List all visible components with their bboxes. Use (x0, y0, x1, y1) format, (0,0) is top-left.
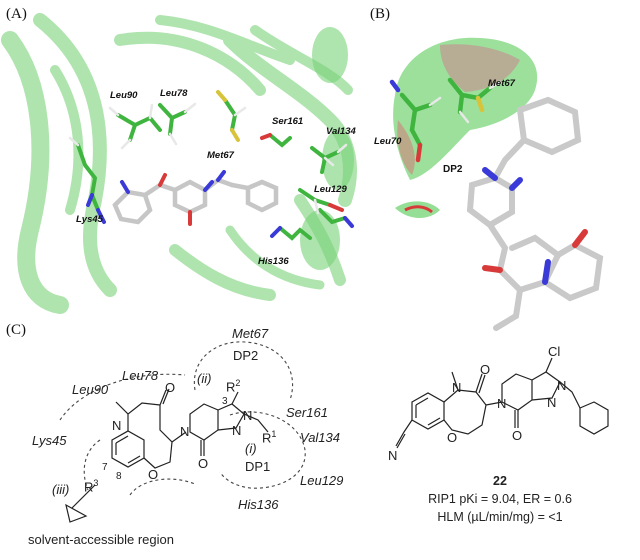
compound-atom-o-ether: O (447, 430, 458, 445)
scheme-label-pos3: 3 (222, 396, 228, 407)
compound-atom-n-nitrile: N (388, 448, 398, 463)
residue-label-his136: His136 (258, 256, 289, 267)
compound-atom-n-methyl: N (452, 380, 462, 395)
scheme-label-pos7: 7 (102, 462, 108, 473)
scheme-label-i: (i) (245, 441, 257, 456)
compound-atom-o-lactam: O (512, 428, 523, 443)
compound-atom-n-pyrazole2: N (547, 395, 557, 410)
scheme-label-dp1: DP1 (245, 459, 271, 474)
scheme-label-met67: Met67 (232, 326, 269, 341)
scheme-atom-o-carbonyl: O (165, 380, 176, 395)
panel-b-label: (B) (370, 6, 390, 22)
scheme-label-iii: (iii) (52, 482, 70, 497)
scheme-atom-n-pyrazole2: N (232, 423, 242, 438)
scheme-atom-n-methyl: N (112, 418, 122, 433)
residue-label-leu78: Leu78 (160, 88, 188, 99)
scheme-label-leu78: Leu78 (122, 368, 159, 383)
scheme-label-leu90: Leu90 (72, 382, 109, 397)
compound-atom-cl: Cl (548, 344, 561, 359)
scheme-label-r2: R2 (226, 378, 241, 395)
panel-a-label: (A) (6, 6, 27, 22)
residue-label-leu129: Leu129 (314, 184, 347, 195)
scheme-label-r3: R3 (84, 478, 99, 495)
residue-label-leu90: Leu90 (110, 90, 138, 101)
residue-label-val134: Val134 (326, 126, 356, 137)
scheme-label-pos8: 8 (116, 471, 122, 482)
scheme-label-ser161: Ser161 (286, 405, 328, 420)
residue-label-b-met67: Met67 (488, 78, 515, 89)
scheme-label-ii: (ii) (197, 371, 212, 386)
compound-number: 22 (493, 474, 507, 488)
scheme-atom-n-amide: N (180, 424, 190, 439)
compound-atom-o-carbonyl: O (480, 362, 491, 377)
scheme-label-leu129: Leu129 (300, 473, 344, 488)
residue-label-b-leu70: Leu70 (374, 136, 402, 147)
scheme-label-val134: Val134 (300, 430, 340, 445)
scheme-atom-n-pyrazole: N (243, 408, 253, 423)
scheme-atom-o-ether: O (148, 467, 159, 482)
scheme-label-his136: His136 (238, 497, 279, 512)
compound-atom-n-pyrazole: N (557, 378, 567, 393)
residue-label-ser161: Ser161 (272, 116, 304, 127)
panel-c-label: (C) (6, 322, 26, 338)
scheme-label-r1: R1 (262, 429, 277, 446)
compound-atom-n-amide: N (497, 396, 507, 411)
compound-activity: RIP1 pKi = 9.04, ER = 0.6 (428, 492, 572, 506)
scheme-label-lys45: Lys45 (32, 433, 67, 448)
scheme-label-solvent: solvent-accessible region (28, 532, 174, 547)
compound-hlm: HLM (µL/min/mg) = <1 (437, 510, 563, 524)
residue-label-met67: Met67 (207, 150, 234, 161)
scheme-label-dp2: DP2 (233, 348, 259, 363)
pocket-label-dp2: DP2 (443, 164, 463, 175)
residue-label-lys45: Lys45 (76, 214, 103, 225)
scheme-atom-o-lactam: O (198, 456, 209, 471)
